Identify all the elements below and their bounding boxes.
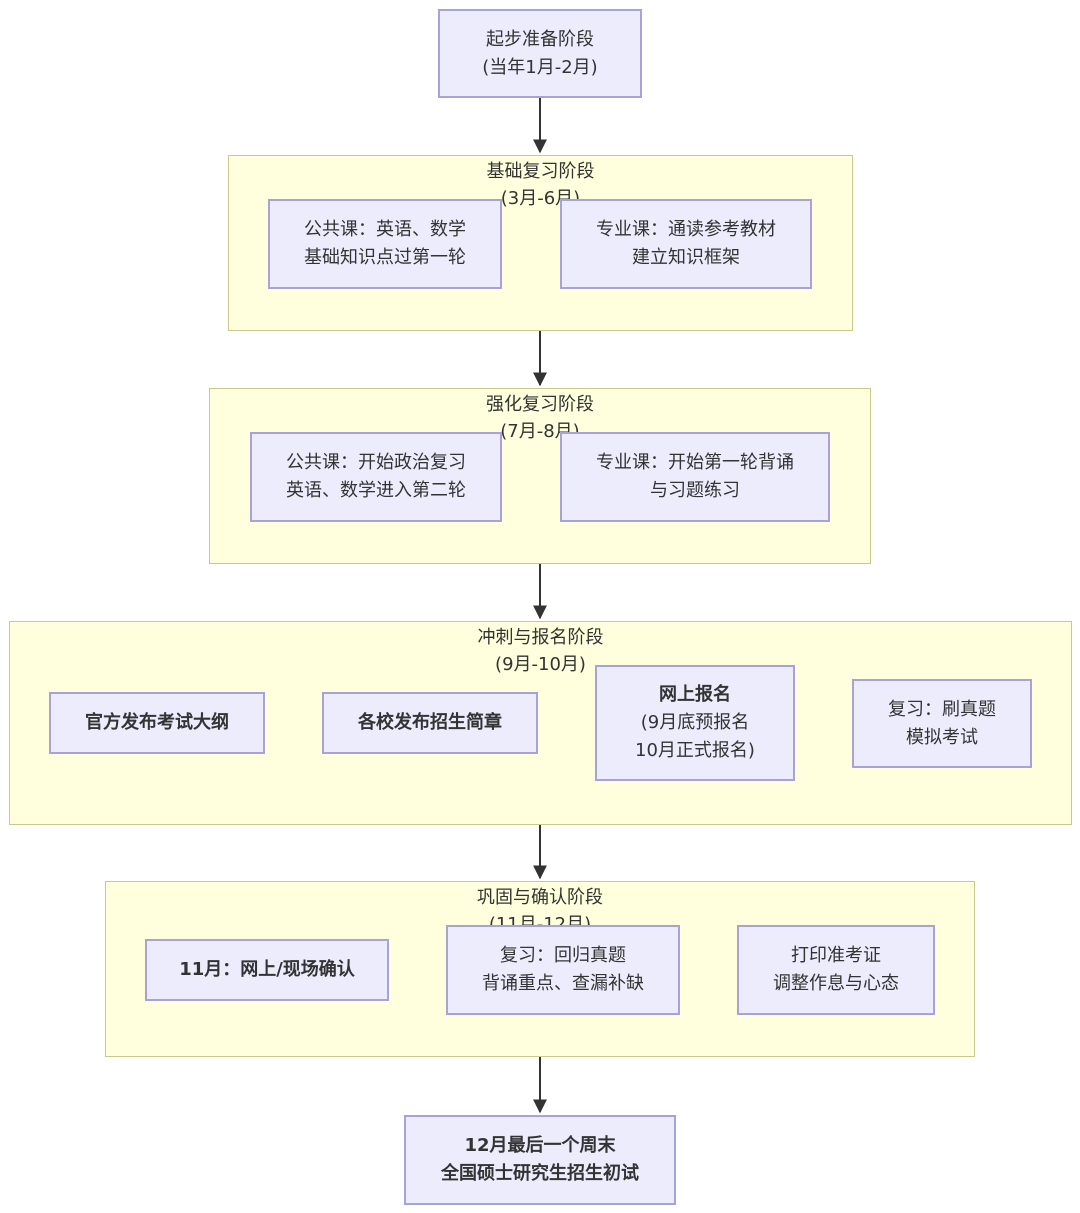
sprint-review-line2: 模拟考试 <box>906 726 978 748</box>
print-ticket-node: 打印准考证 调整作息与心态 <box>737 925 935 1015</box>
basic-public-node: 公共课：英语、数学 基础知识点过第一轮 <box>268 199 502 289</box>
consolidate-review-line2: 背诵重点、查漏补缺 <box>482 973 644 994</box>
consolidate-stage-title: 巩固与确认阶段 <box>477 887 603 908</box>
basic-major-line2: 建立知识框架 <box>632 247 740 268</box>
final-exam-date: 12月最后一个周末 <box>464 1135 616 1156</box>
start-stage-title: 起步准备阶段 <box>486 28 594 50</box>
start-stage-node: 起步准备阶段 (当年1月-2月) <box>438 9 642 98</box>
admission-brochure-label: 各校发布招生简章 <box>358 712 502 733</box>
basic-major-line1: 专业课：通读参考教材 <box>596 219 776 240</box>
sprint-stage-header: 冲刺与报名阶段 (9月-10月) <box>10 624 1071 678</box>
exam-outline-node: 官方发布考试大纲 <box>49 692 265 754</box>
online-registration-node: 网上报名 (9月底预报名 10月正式报名) <box>595 665 795 781</box>
confirmation-label: 11月：网上/现场确认 <box>179 959 355 980</box>
strengthen-major-line1: 专业课：开始第一轮背诵 <box>596 452 794 473</box>
confirmation-node: 11月：网上/现场确认 <box>145 939 389 1001</box>
strengthen-stage-header: 强化复习阶段 (7月-8月) <box>210 391 870 445</box>
consolidate-review-node: 复习：回归真题 背诵重点、查漏补缺 <box>446 925 680 1015</box>
strengthen-stage-period: (7月-8月) <box>500 421 580 442</box>
strengthen-public-node: 公共课：开始政治复习 英语、数学进入第二轮 <box>250 432 502 522</box>
sprint-review-node: 复习：刷真题 模拟考试 <box>852 679 1032 768</box>
strengthen-public-line1: 公共课：开始政治复习 <box>286 452 466 473</box>
consolidate-review-line1: 复习：回归真题 <box>500 945 626 966</box>
strengthen-stage-title: 强化复习阶段 <box>486 394 594 415</box>
strengthen-public-line2: 英语、数学进入第二轮 <box>286 480 466 501</box>
online-registration-line1: (9月底预报名 <box>640 712 750 733</box>
start-stage-period: (当年1月-2月) <box>482 56 598 78</box>
exam-outline-label: 官方发布考试大纲 <box>85 712 229 733</box>
basic-stage-title: 基础复习阶段 <box>486 161 595 182</box>
basic-public-line2: 基础知识点过第一轮 <box>304 247 466 268</box>
online-registration-title: 网上报名 <box>659 684 731 705</box>
final-exam-node: 12月最后一个周末 全国硕士研究生招生初试 <box>404 1115 676 1205</box>
strengthen-major-line2: 与习题练习 <box>650 480 740 501</box>
print-ticket-line1: 打印准考证 <box>791 945 881 966</box>
basic-public-line1: 公共课：英语、数学 <box>304 219 466 240</box>
print-ticket-line2: 调整作息与心态 <box>773 973 899 994</box>
sprint-review-line1: 复习：刷真题 <box>888 698 996 720</box>
basic-major-node: 专业课：通读参考教材 建立知识框架 <box>560 199 812 289</box>
online-registration-line2: 10月正式报名) <box>635 740 755 761</box>
sprint-stage-title: 冲刺与报名阶段 <box>477 627 604 648</box>
sprint-stage-period: (9月-10月) <box>495 654 586 675</box>
admission-brochure-node: 各校发布招生简章 <box>322 692 538 754</box>
final-exam-title: 全国硕士研究生招生初试 <box>441 1163 639 1184</box>
strengthen-major-node: 专业课：开始第一轮背诵 与习题练习 <box>560 432 830 522</box>
